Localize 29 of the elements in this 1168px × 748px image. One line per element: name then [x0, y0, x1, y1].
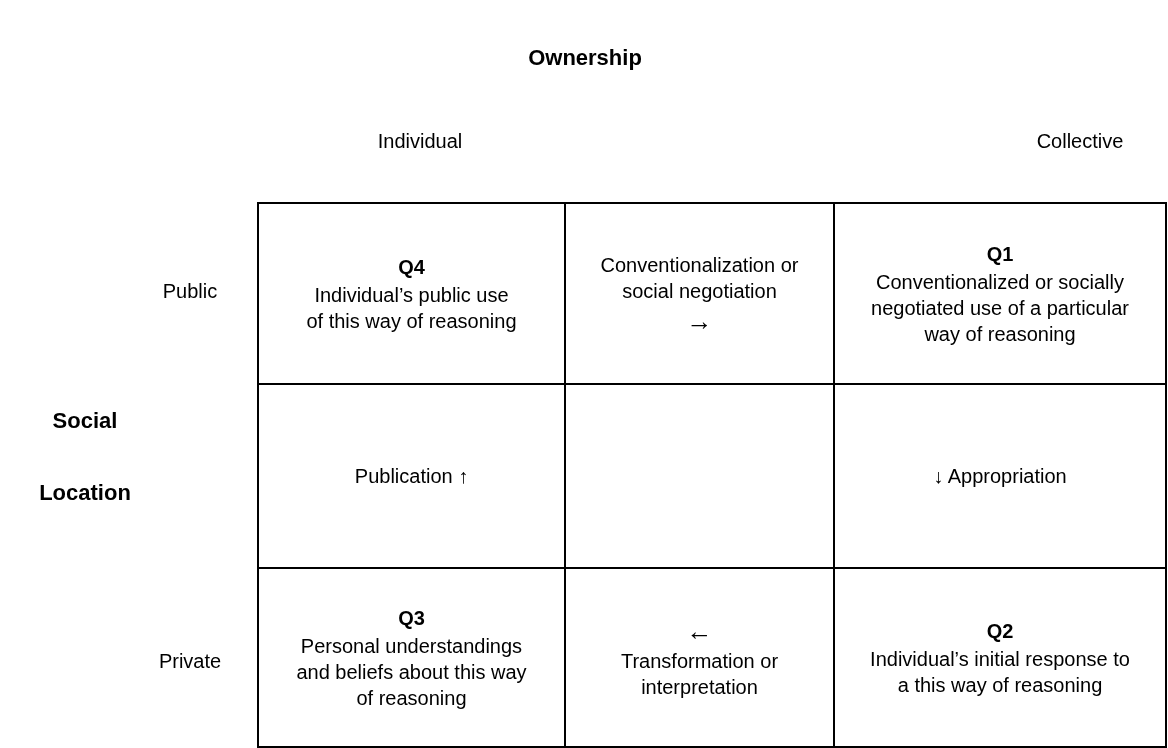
- cell-text: Individual’s initial response to a this way of reasoning: [869, 646, 1131, 698]
- cell-text: Transformation or interpretation: [619, 648, 780, 700]
- quadrant-heading: Q3: [398, 605, 425, 631]
- axis-label: Private: [157, 649, 223, 674]
- transition-cell: [564, 567, 835, 748]
- axis-label: Individual: [376, 129, 464, 154]
- axis-label: Collective: [1035, 129, 1125, 154]
- arrow-glyph: ←: [686, 615, 713, 646]
- transition-cell: [833, 383, 1167, 569]
- cell-text: Publication ↑: [354, 464, 469, 489]
- transition-cell: [564, 202, 835, 385]
- axis-label: Public: [161, 279, 219, 304]
- quadrant-heading: Q1: [986, 241, 1014, 267]
- quadrant-heading: Q4: [398, 254, 425, 280]
- cell-text: Conventionalized or socially negotiated use of a particular way of reasoning: [870, 269, 1130, 347]
- axis-title: Social: [51, 408, 119, 434]
- cell-text: Personal understandings and beliefs about this way of reasoning: [295, 633, 528, 711]
- cell-text: ↓ Appropriation: [933, 464, 1067, 489]
- axis-title: Ownership: [527, 45, 643, 71]
- quadrant-cell: [257, 567, 566, 748]
- quadrant-heading: Q2: [986, 618, 1014, 644]
- cell-text: Individual’s public use of this way of reasoning: [305, 282, 518, 334]
- quadrant-cell: [833, 202, 1167, 385]
- axis-title: Location: [38, 480, 132, 506]
- quadrant-cell: [833, 567, 1167, 748]
- quadrant-cell: [257, 202, 566, 385]
- transition-cell: [257, 383, 566, 569]
- arrow-glyph: →: [686, 305, 713, 336]
- cell-text: Conventionalization or social negotiation: [599, 252, 800, 304]
